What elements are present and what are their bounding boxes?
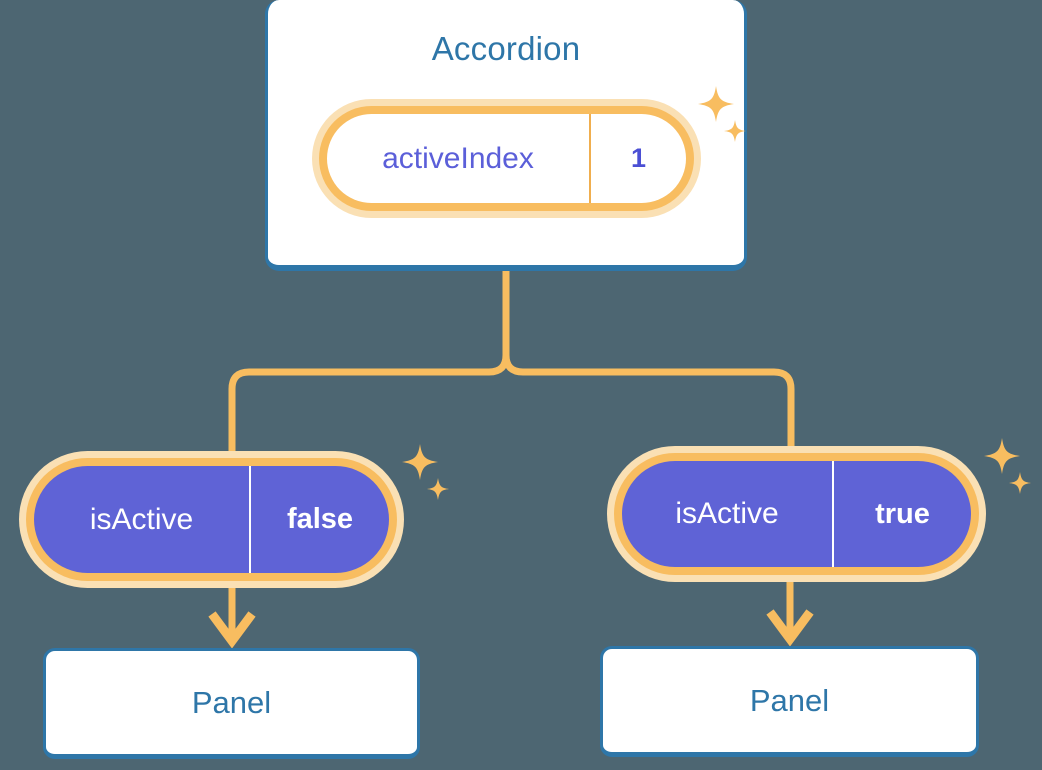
- prop-value: false: [249, 466, 389, 573]
- pill-body: activeIndex 1: [327, 114, 686, 203]
- panel-title: Panel: [191, 684, 272, 720]
- prop-value: 1: [589, 114, 686, 203]
- panel-title: Panel: [749, 682, 830, 718]
- page-title: Accordion: [431, 30, 581, 67]
- arrow-down-icon-left: [208, 611, 256, 649]
- arrow-down-icon-right: [766, 609, 814, 647]
- prop-name: isActive: [89, 502, 194, 536]
- connector-branch-right: [502, 351, 795, 461]
- prop-pill-isactive-false[interactable]: isActive false: [19, 451, 404, 588]
- sparkle-icon: [692, 86, 748, 148]
- prop-name: isActive: [675, 497, 779, 530]
- prop-name: activeIndex: [382, 141, 534, 175]
- prop-pill-isactive-true[interactable]: isActive true: [607, 446, 986, 582]
- prop-pill-activeindex[interactable]: activeIndex 1: [312, 99, 701, 218]
- sparkle-icon: [396, 440, 452, 502]
- pill-body: isActive false: [34, 466, 389, 573]
- component-card-panel-right[interactable]: Panel: [600, 646, 979, 757]
- connector-branch-left: [228, 351, 510, 464]
- sparkle-icon: [978, 434, 1034, 496]
- component-card-panel-left[interactable]: Panel: [43, 648, 420, 759]
- pill-body: isActive true: [622, 461, 971, 567]
- prop-value: true: [832, 461, 971, 567]
